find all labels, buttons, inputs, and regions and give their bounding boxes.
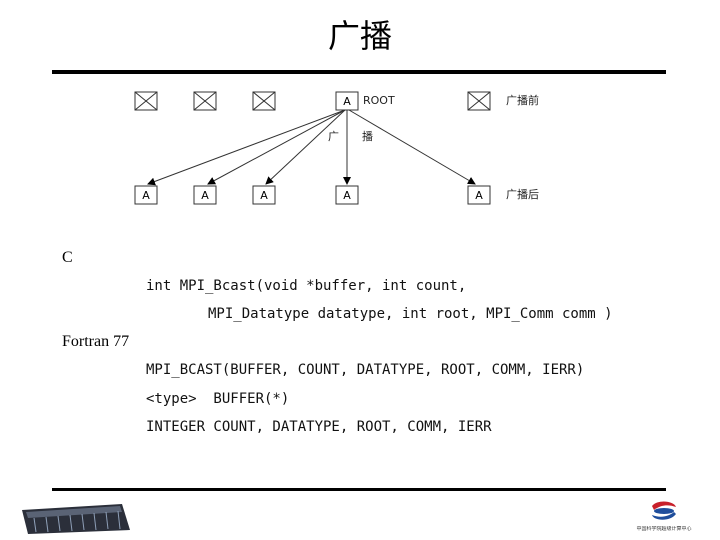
arrow-label-right: 播 bbox=[362, 129, 373, 143]
after-broadcast-label: 广播后 bbox=[506, 187, 539, 201]
server-rack-logo bbox=[22, 500, 130, 534]
recv-box-3: A bbox=[253, 186, 275, 204]
before-broadcast-label: 广播前 bbox=[506, 93, 539, 107]
root-box-letter: A bbox=[343, 95, 351, 108]
recv-box-1-letter: A bbox=[142, 189, 150, 202]
fortran-signature-line-3: INTEGER COUNT, DATATYPE, ROOT, COMM, IER… bbox=[146, 419, 492, 435]
recv-box-4: A bbox=[336, 186, 358, 204]
recv-box-3-letter: A bbox=[260, 189, 268, 202]
empty-box-2 bbox=[194, 92, 216, 110]
broadcast-arrows bbox=[148, 110, 475, 184]
top-divider bbox=[52, 70, 666, 74]
recv-box-5: A bbox=[468, 186, 490, 204]
recv-box-2-letter: A bbox=[201, 189, 209, 202]
bottom-divider bbox=[52, 488, 666, 491]
root-label: ROOT bbox=[363, 94, 395, 107]
empty-box-1 bbox=[135, 92, 157, 110]
fortran-language-label: Fortran 77 bbox=[62, 332, 129, 352]
arrow-label-left: 广 bbox=[328, 130, 339, 143]
recv-box-2: A bbox=[194, 186, 216, 204]
c-signature-line-2: MPI_Datatype datatype, int root, MPI_Com… bbox=[208, 306, 613, 322]
slide-title: 广播 bbox=[0, 14, 720, 58]
institution-name: 中国科学院超级计算中心 bbox=[618, 526, 710, 532]
c-signature-line-1: int MPI_Bcast(void *buffer, int count, bbox=[146, 278, 466, 294]
recv-box-4-letter: A bbox=[343, 189, 351, 202]
recv-box-5-letter: A bbox=[475, 189, 483, 202]
fortran-signature-line-1: MPI_BCAST(BUFFER, COUNT, DATATYPE, ROOT,… bbox=[146, 362, 584, 378]
broadcast-diagram: A ROOT 广播前 广 播 A A A A A 广播后 bbox=[0, 80, 720, 220]
institution-logo: 中国科学院超级计算中心 bbox=[618, 500, 710, 532]
fortran-signature-line-2: <type> BUFFER(*) bbox=[146, 391, 289, 407]
root-box: A bbox=[336, 92, 358, 110]
c-language-label: C bbox=[62, 248, 73, 268]
empty-box-5 bbox=[468, 92, 490, 110]
empty-box-3 bbox=[253, 92, 275, 110]
recv-box-1: A bbox=[135, 186, 157, 204]
swirl-logo-icon bbox=[618, 500, 710, 522]
